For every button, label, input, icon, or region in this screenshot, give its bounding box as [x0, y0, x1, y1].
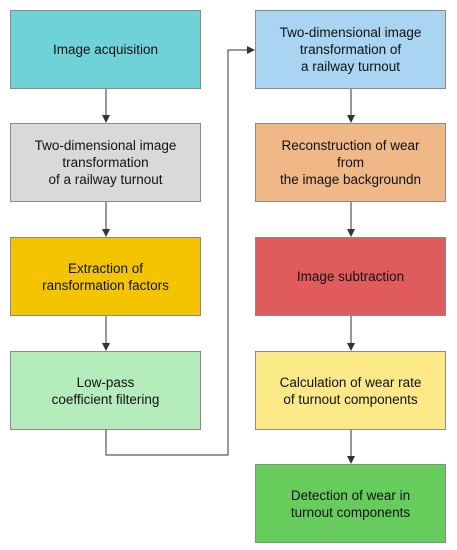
- wear-reconstruction-box: Reconstruction of wear from the image ba…: [255, 123, 446, 202]
- image-acquisition-box: Image acquisition: [10, 10, 201, 89]
- image-subtraction-box: Image subtraction: [255, 237, 446, 316]
- wear-rate-calculation-box: Calculation of wear rate of turnout comp…: [255, 351, 446, 430]
- image-transformation-right-box: Two-dimensional image transformation of …: [255, 10, 446, 89]
- arrow-left-to-right-connector: [105, 46, 255, 456]
- lowpass-filtering-box: Low-pass coefficient filtering: [10, 351, 201, 430]
- image-transformation-box: Two-dimensional image transformation of …: [10, 123, 201, 202]
- wear-detection-box: Detection of wear in turnout components: [255, 464, 446, 543]
- factor-extraction-box: Extraction of ransformation factors: [10, 237, 201, 316]
